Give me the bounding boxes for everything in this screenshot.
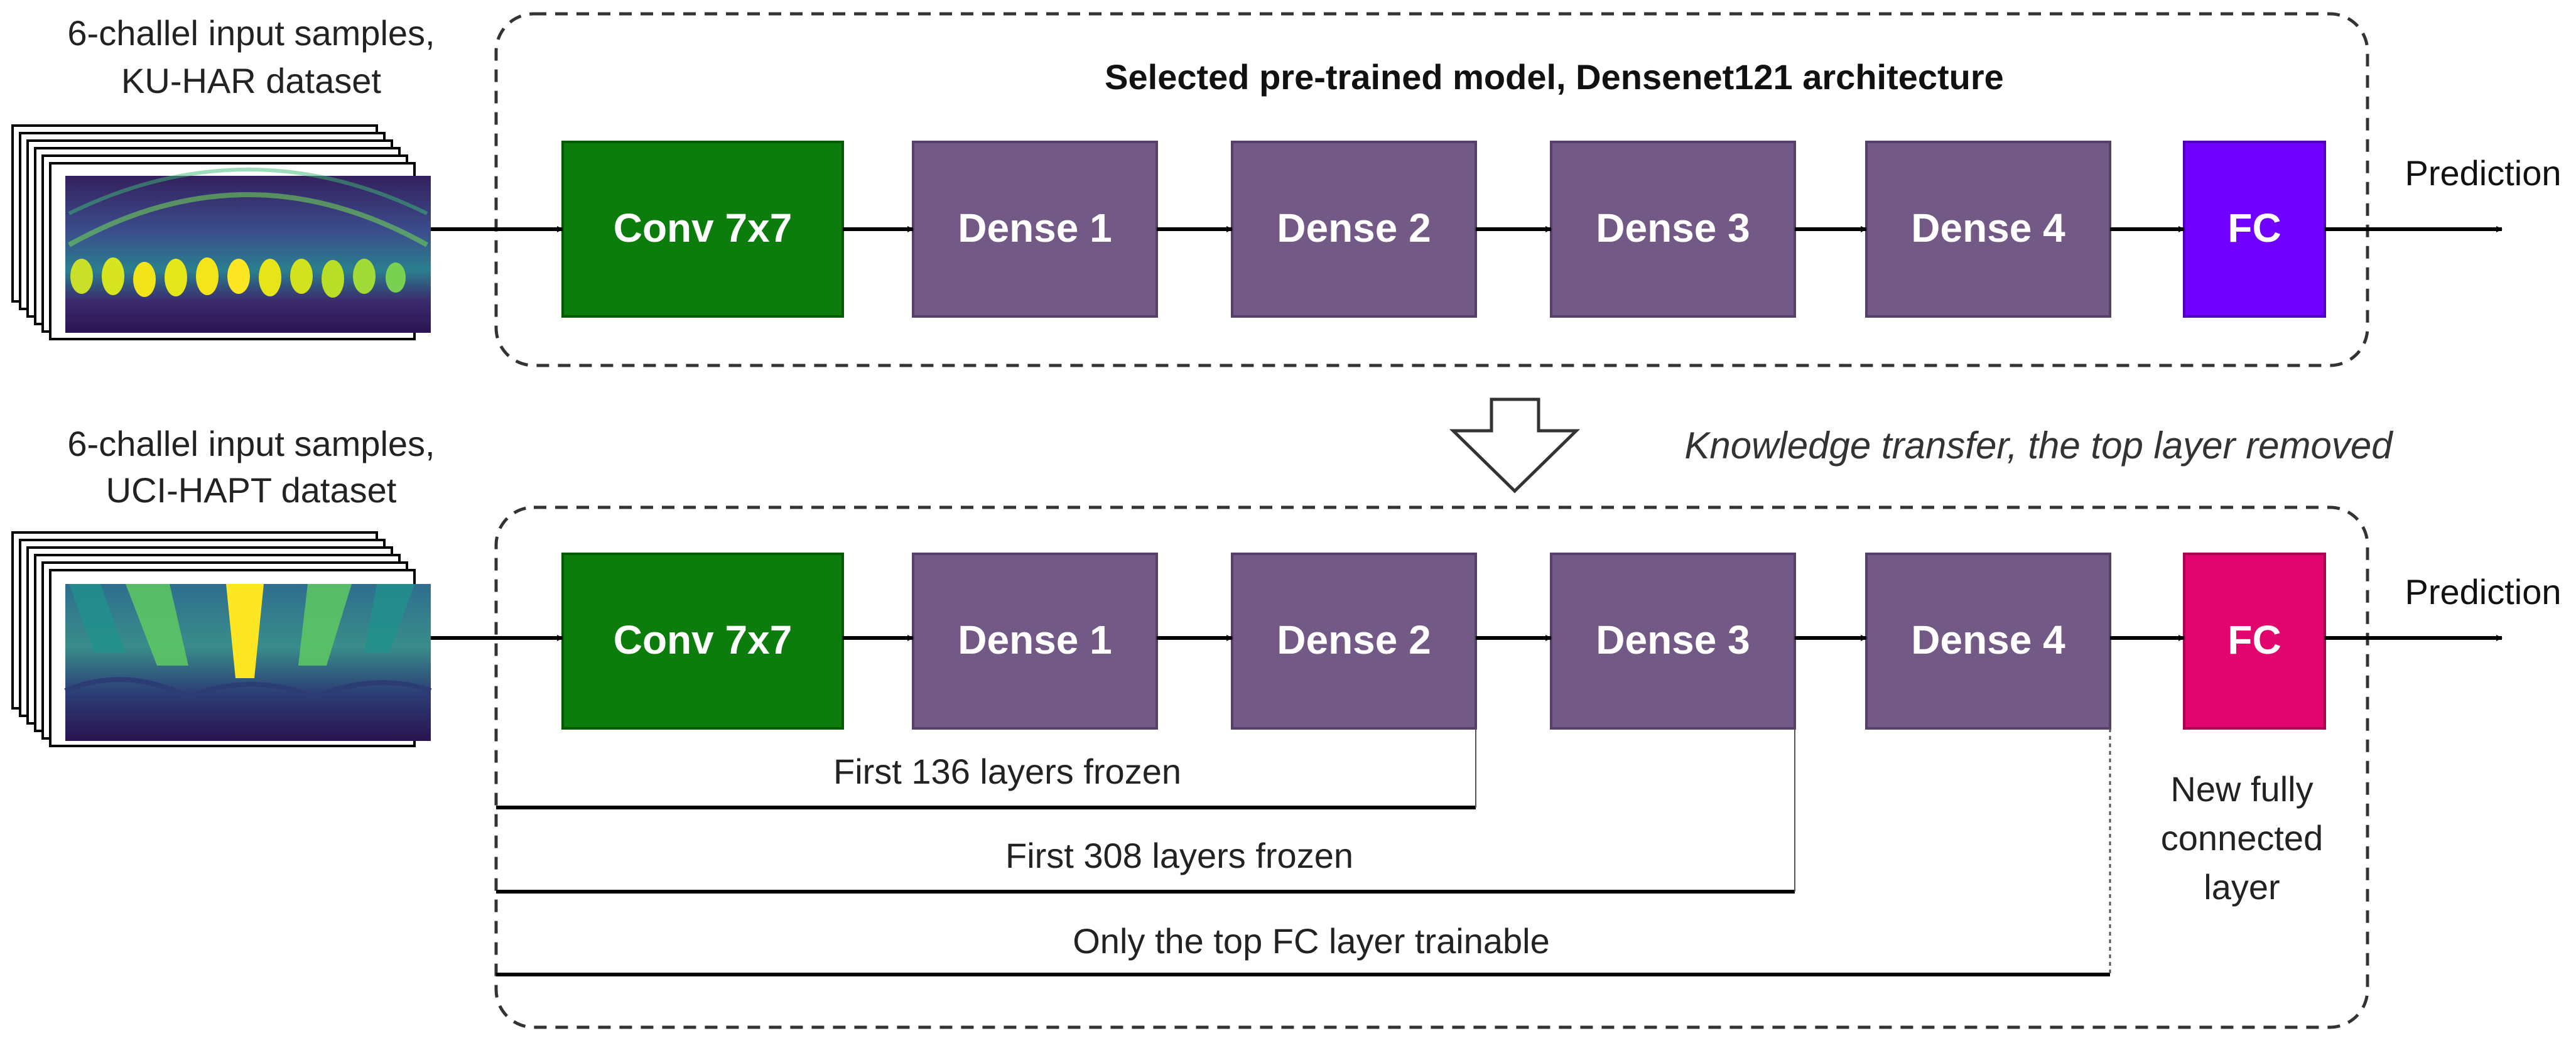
bottom-dense2-label: Dense 2: [1277, 617, 1431, 662]
top-fc-block: [2183, 141, 2326, 318]
freeze-top-fc-label: Only the top FC layer trainable: [1073, 921, 1549, 961]
top-dense4-label: Dense 4: [1911, 205, 2065, 251]
transfer-label: Knowledge transfer, the top layer remove…: [1684, 424, 2393, 467]
new-fc-label-line1: New fully: [2170, 769, 2313, 809]
top-prediction-label: Prediction: [2405, 153, 2561, 193]
transfer-arrow-icon: [1449, 397, 1581, 494]
top-model-container: [494, 12, 2369, 367]
bottom-conv-label: Conv 7x7: [614, 617, 793, 662]
top-spectrogram-image: [65, 168, 431, 333]
bottom-prediction-label: Prediction: [2405, 572, 2561, 612]
bottom-conv-block: [561, 553, 844, 730]
bottom-dense1-label: Dense 1: [958, 617, 1112, 662]
bottom-dense4-block: [1865, 553, 2111, 730]
top-dense3-block: [1550, 141, 1796, 318]
bottom-fc-label: FC: [2227, 617, 2281, 662]
bottom-dense3-block: [1550, 553, 1796, 730]
top-conv-block: [561, 141, 844, 318]
bottom-dense2-block: [1231, 553, 1477, 730]
top-fc-label: FC: [2227, 205, 2281, 251]
freeze-136-label: First 136 layers frozen: [833, 752, 1181, 791]
bottom-input-stack: [11, 531, 432, 747]
bottom-input-label-line1: 6-challel input samples,: [67, 424, 435, 463]
top-dense4-block: [1865, 141, 2111, 318]
freeze-308-label: First 308 layers frozen: [1005, 836, 1353, 875]
top-model-title: Selected pre-trained model, Densenet121 …: [1105, 57, 2004, 97]
bottom-dense1-block: [912, 553, 1158, 730]
top-input-label-line2: KU-HAR dataset: [121, 61, 381, 100]
top-dense1-label: Dense 1: [958, 205, 1112, 251]
bottom-dense3-label: Dense 3: [1596, 617, 1750, 662]
top-input-stack: [11, 124, 431, 340]
bottom-fc-block: [2183, 553, 2326, 730]
freeze-brackets: [496, 728, 2111, 976]
top-conv-label: Conv 7x7: [614, 205, 793, 251]
bottom-spectrogram-image: [64, 584, 432, 741]
new-fc-label-line2: connected: [2161, 818, 2323, 858]
bottom-input-label-line2: UCI-HAPT dataset: [106, 470, 397, 510]
bottom-model-container: [494, 505, 2369, 1029]
top-dense3-label: Dense 3: [1596, 205, 1750, 251]
new-fc-label-line3: layer: [2204, 867, 2280, 907]
bottom-dense4-label: Dense 4: [1911, 617, 2065, 662]
top-dense1-block: [912, 141, 1158, 318]
top-input-label-line1: 6-challel input samples,: [67, 13, 435, 53]
top-dense2-label: Dense 2: [1277, 205, 1431, 251]
